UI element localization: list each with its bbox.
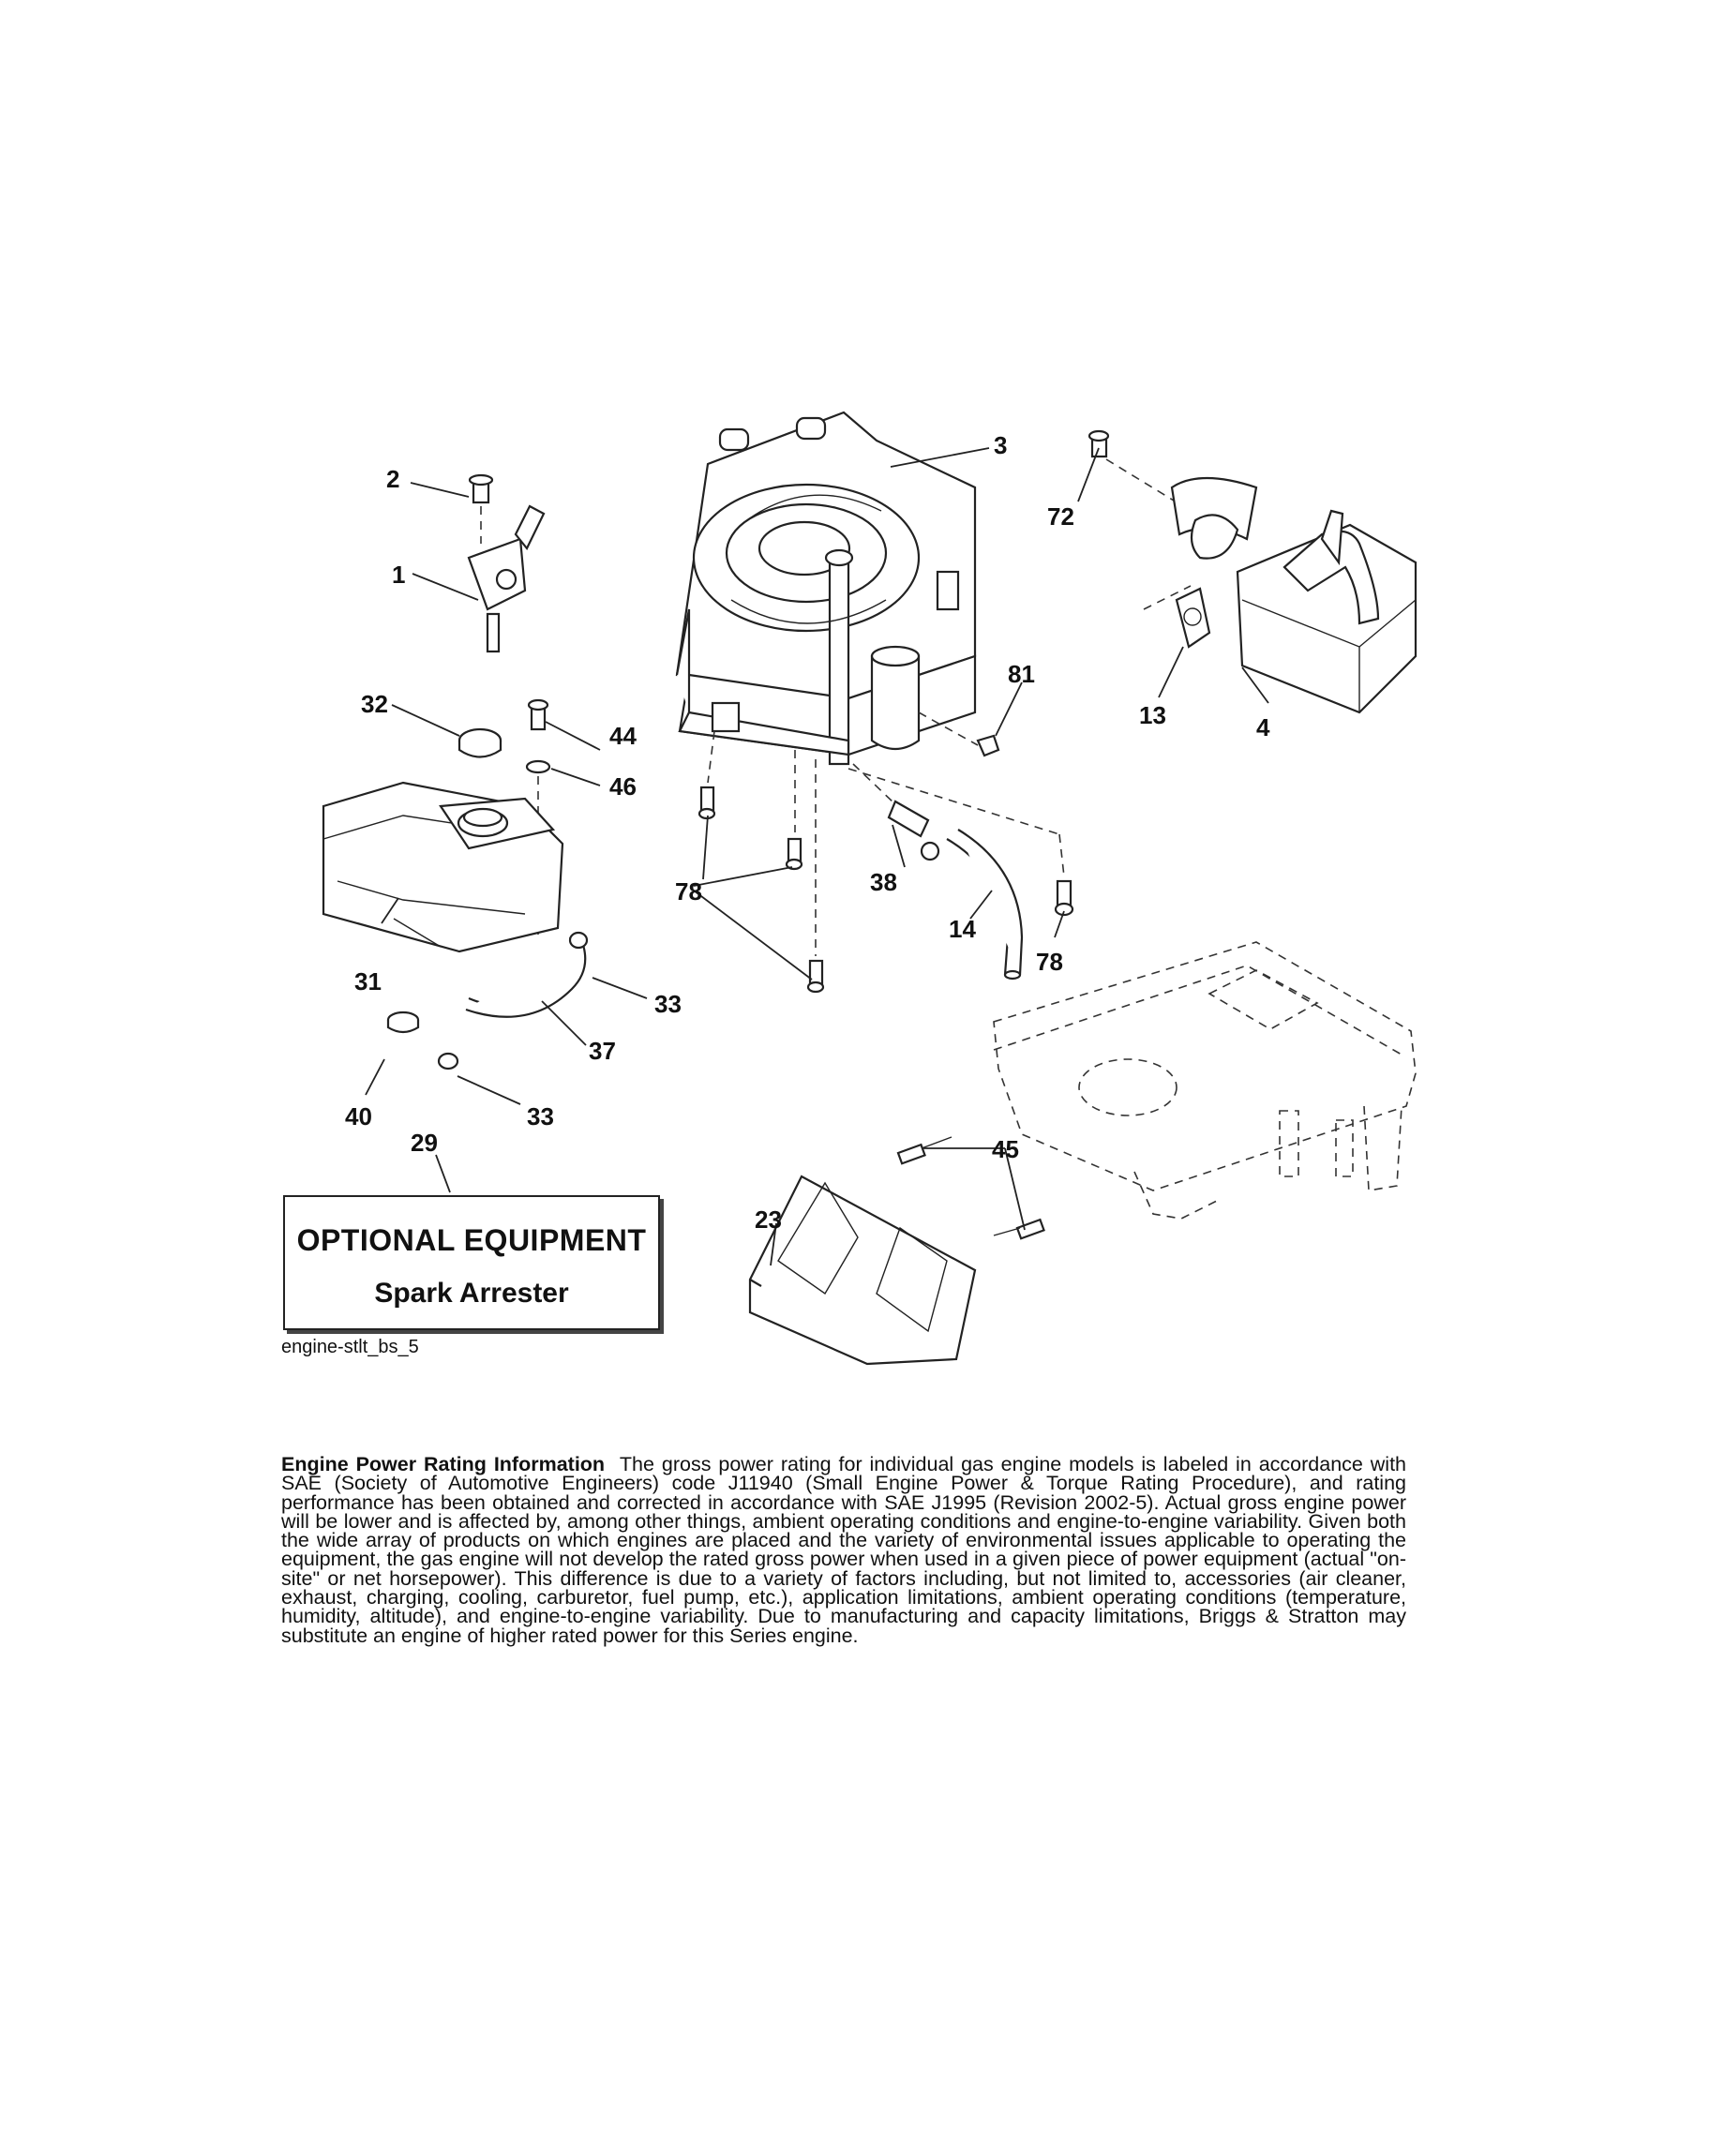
callout-32: 32 (361, 690, 388, 718)
callout-37: 37 (589, 1037, 616, 1065)
callout-2: 2 (386, 465, 399, 493)
spark-arrester-label: Spark Arrester (374, 1278, 569, 1309)
callout-3: 3 (994, 431, 1007, 459)
throttle-control-part (467, 473, 546, 653)
fuel-cap-part (458, 727, 502, 758)
callout-78-right: 78 (1036, 948, 1063, 976)
callout-1: 1 (392, 561, 405, 589)
callout-13: 13 (1139, 701, 1166, 729)
callout-33-top: 33 (654, 990, 682, 1018)
muffler-part (1088, 429, 1418, 714)
fuel-line-part (386, 931, 589, 1071)
engine-power-info: Engine Power Rating Information The gros… (281, 1453, 1407, 1647)
callout-72: 72 (1047, 502, 1074, 531)
callout-38: 38 (870, 868, 897, 896)
frame-outline (993, 941, 1417, 1220)
callout-46: 46 (609, 772, 637, 801)
callout-45: 45 (992, 1135, 1019, 1163)
callout-23: 23 (755, 1205, 782, 1234)
callout-4: 4 (1256, 713, 1270, 741)
callout-33-bottom: 33 (527, 1102, 554, 1130)
leader-lines (365, 447, 1269, 1266)
figure-code: engine-stlt_bs_5 (281, 1337, 419, 1357)
nut-part (918, 711, 1000, 757)
callout-78-left: 78 (675, 877, 702, 906)
info-text: The gross power rating for individual ga… (281, 1453, 1407, 1647)
callout-40: 40 (345, 1102, 372, 1130)
callout-44: 44 (609, 722, 637, 750)
info-heading: Engine Power Rating Information (281, 1453, 606, 1475)
callout-29: 29 (411, 1129, 438, 1157)
callout-14: 14 (949, 915, 976, 943)
fuel-tank-part (322, 781, 564, 953)
optional-equipment-box: OPTIONAL EQUIPMENT Spark Arrester (283, 1195, 660, 1330)
callout-81: 81 (1008, 660, 1035, 688)
heat-shield-part (748, 1136, 1045, 1366)
oil-drain-part (852, 763, 1024, 981)
callout-labels: 2 1 3 72 81 13 4 32 44 46 38 78 14 78 31… (345, 431, 1270, 1234)
callout-31: 31 (354, 967, 382, 996)
engine-part (675, 411, 977, 766)
optional-equipment-title: OPTIONAL EQUIPMENT (296, 1223, 647, 1257)
engine-bolts-part (698, 730, 1074, 994)
